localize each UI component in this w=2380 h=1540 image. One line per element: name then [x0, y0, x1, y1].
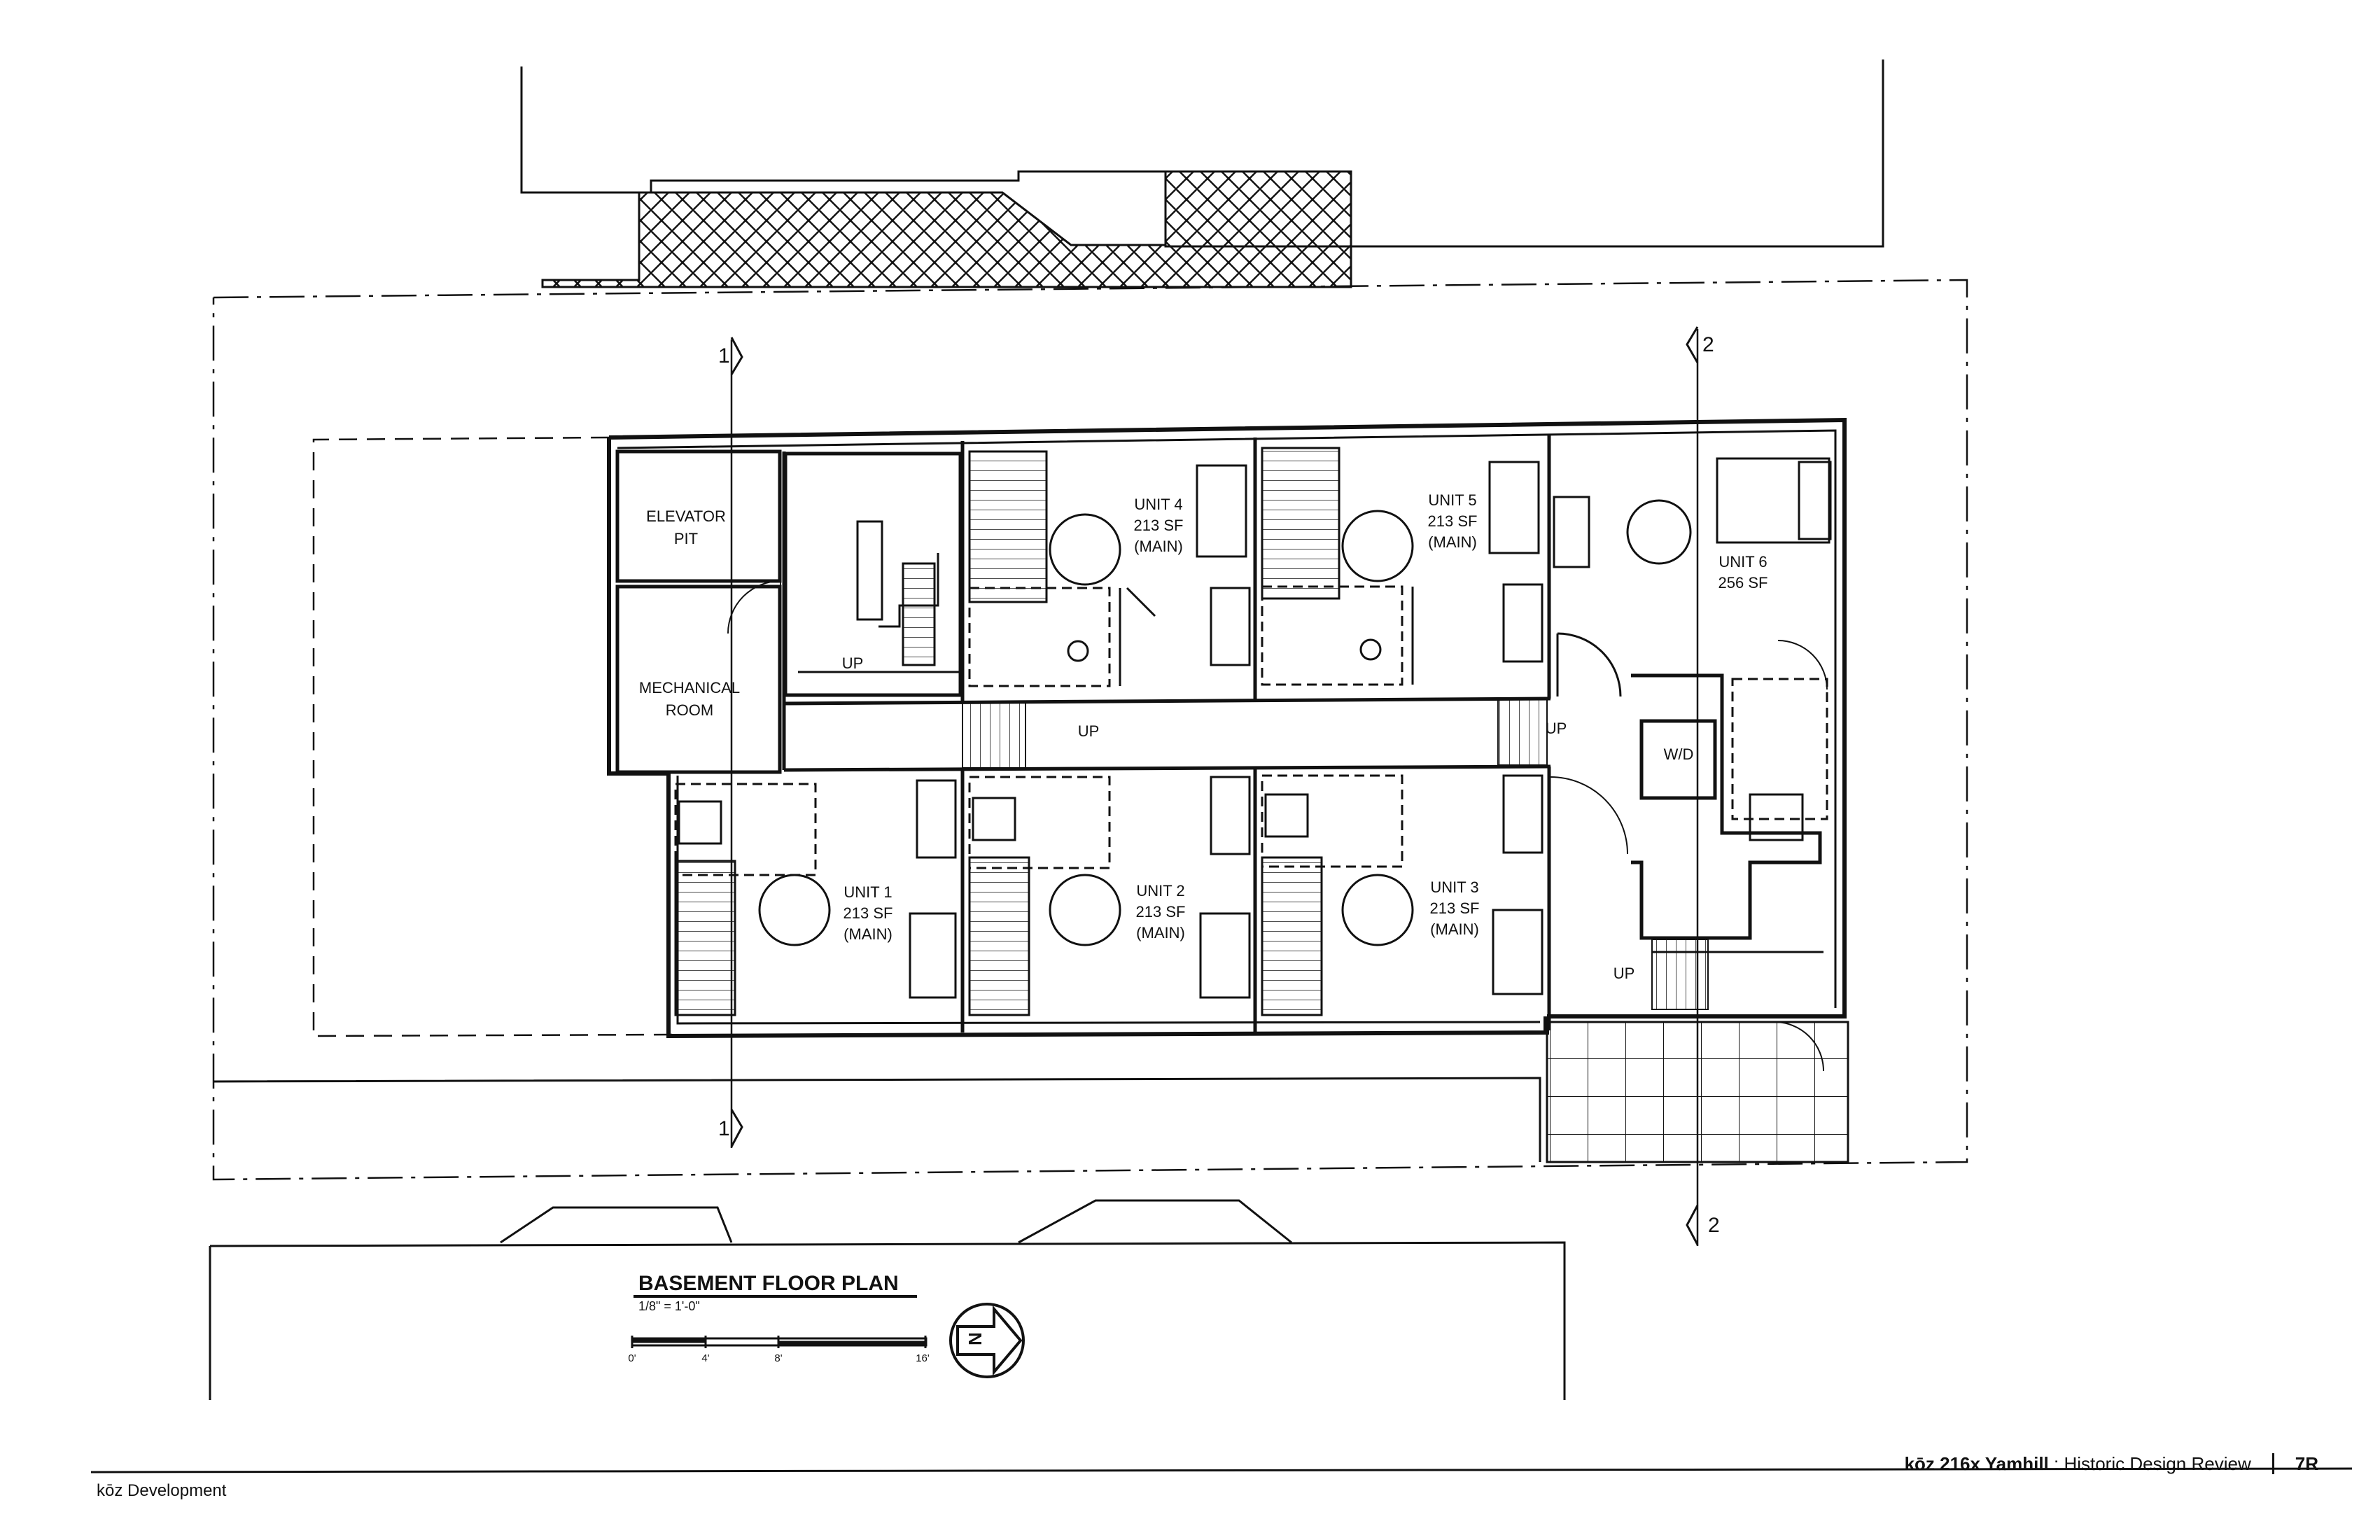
property-line [212, 279, 1968, 1181]
unit-5-area: 213 SF [1428, 512, 1478, 530]
unit-2-area: 213 SF [1136, 903, 1186, 920]
unit-3-level: (MAIN) [1430, 920, 1479, 938]
footer-rule [90, 1467, 2353, 1474]
scale-label-4: 4' [701, 1352, 709, 1364]
elevator-label-line2: PIT [674, 530, 698, 547]
hatched-area [541, 170, 1352, 288]
section-markers [730, 326, 1699, 1245]
section-marker-1-bottom: 1 [718, 1117, 730, 1140]
plan-title: BASEMENT FLOOR PLAN [638, 1272, 899, 1295]
unit-4-layout [968, 450, 1251, 687]
elevator-label-line1: ELEVATOR [646, 507, 726, 525]
plan-scale: 1/8" = 1'-0" [638, 1299, 700, 1313]
unit-2-level: (MAIN) [1136, 924, 1185, 941]
north-label: N [965, 1332, 986, 1345]
unit-1-name: UNIT 1 [844, 883, 892, 901]
section-marker-1-top: 1 [718, 344, 730, 368]
core-stair [727, 520, 959, 673]
unit-3-layout [1261, 774, 1544, 1016]
building-walls-inner [617, 429, 1837, 1025]
wd-label: W/D [1664, 746, 1694, 763]
room-labels: ELEVATOR PIT MECHANICAL ROOM W/D UP UP U… [639, 507, 1694, 982]
unit-5-layout [1261, 447, 1544, 686]
mechanical-label-line2: ROOM [666, 701, 713, 719]
unit-6-name: UNIT 6 [1718, 553, 1767, 570]
mechanical-label-line1: MECHANICAL [639, 679, 740, 696]
unit-3-area: 213 SF [1430, 899, 1480, 917]
unit-3-name: UNIT 3 [1430, 878, 1478, 896]
scale-bar-labels: 0' 4' 8' 16' [628, 1352, 930, 1364]
unit-partitions [960, 434, 1551, 1032]
unit-labels: UNIT 4 213 SF (MAIN) UNIT 5 213 SF (MAIN… [844, 491, 1768, 943]
unit-1-area: 213 SF [844, 904, 893, 922]
paved-patio [1546, 1021, 1849, 1163]
unit-6-layout [1553, 457, 1832, 697]
unit-2-layout [968, 776, 1251, 1016]
unit-6-area: 256 SF [1718, 574, 1768, 592]
corridor [783, 696, 1551, 772]
up-label-core: UP [842, 654, 864, 672]
north-arrow-icon [949, 1303, 1025, 1378]
section-marker-2-top: 2 [1702, 333, 1714, 356]
up-label-corridor-east: UP [1546, 720, 1567, 737]
section-marker-2-bottom: 2 [1708, 1214, 1720, 1237]
elevator-pit-room [615, 449, 962, 774]
sidewalk-south [209, 1077, 1566, 1400]
scale-label-8: 8' [774, 1352, 782, 1364]
east-service-rooms [1550, 640, 1828, 1072]
scale-bar [631, 1336, 927, 1348]
scale-label-0: 0' [628, 1352, 636, 1364]
unit-4-name: UNIT 4 [1134, 496, 1182, 513]
scale-label-16: 16' [916, 1352, 930, 1364]
dashed-outline-west [312, 436, 676, 1037]
unit-1-layout [674, 779, 957, 1016]
neighbor-building-north [520, 59, 1884, 248]
unit-4-area: 213 SF [1134, 517, 1184, 534]
unit-5-level: (MAIN) [1428, 533, 1477, 551]
unit-2-name: UNIT 2 [1136, 882, 1184, 899]
up-label-south: UP [1614, 965, 1635, 982]
up-label-corridor-west: UP [1078, 722, 1100, 740]
unit-1-level: (MAIN) [844, 925, 892, 943]
unit-4-level: (MAIN) [1134, 538, 1183, 555]
unit-5-name: UNIT 5 [1428, 491, 1476, 509]
